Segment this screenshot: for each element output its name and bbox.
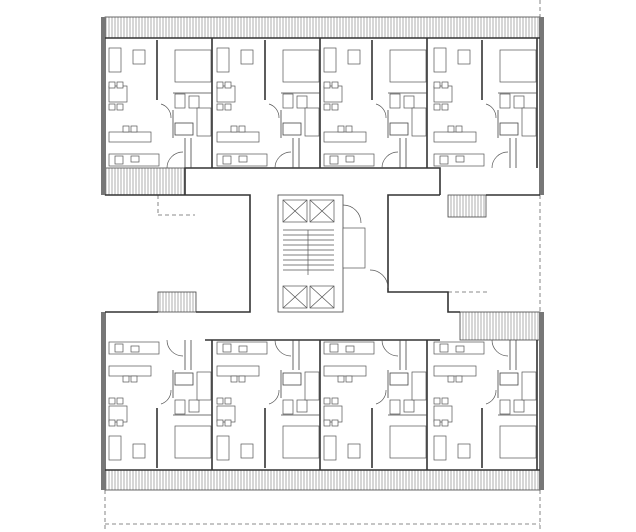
apartment-unit bbox=[108, 339, 213, 470]
apartment-unit bbox=[433, 38, 538, 169]
apartment-unit bbox=[323, 339, 428, 470]
walls bbox=[101, 17, 544, 490]
apartment-unit bbox=[216, 38, 321, 169]
apartment-units bbox=[108, 38, 538, 470]
apartment-unit bbox=[108, 38, 213, 169]
apartment-unit bbox=[433, 339, 538, 470]
apartment-unit bbox=[323, 38, 428, 169]
stair-elevator-core bbox=[277, 194, 389, 313]
apartment-unit bbox=[216, 339, 321, 470]
site-boundary bbox=[104, 0, 541, 530]
